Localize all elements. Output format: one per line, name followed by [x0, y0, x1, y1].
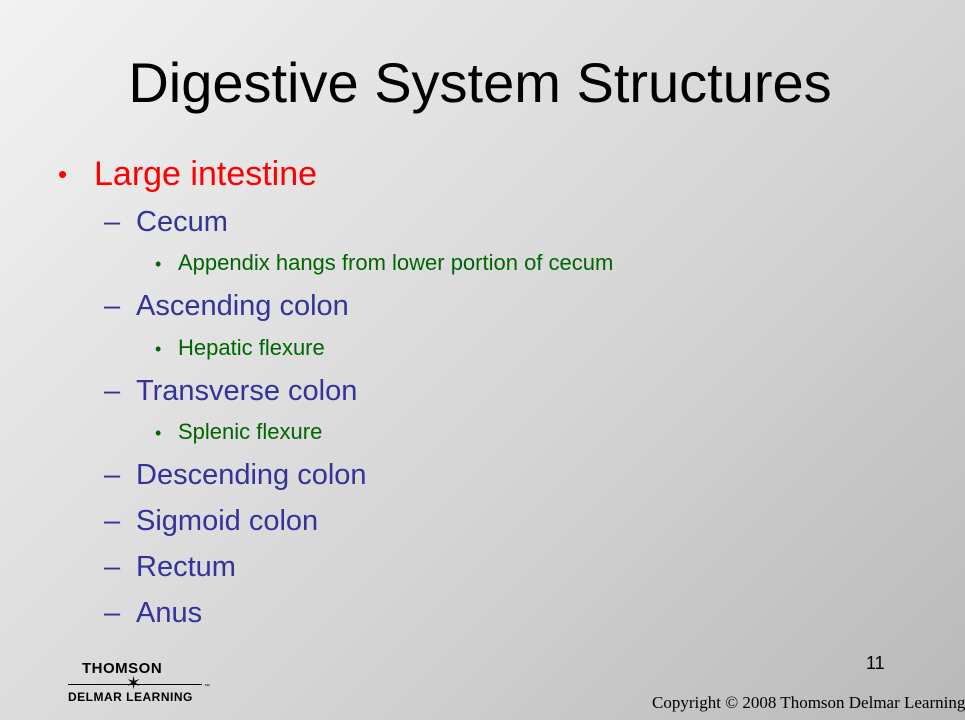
dash-mark: –: [104, 375, 121, 407]
sub-sub-item-hepatic-flexure: • Hepatic flexure: [155, 335, 325, 362]
logo-divider: [68, 684, 202, 685]
bullet-mark: •: [155, 339, 162, 359]
dash-mark: –: [104, 290, 121, 322]
sub-item-label: Transverse colon: [136, 375, 358, 407]
logo-top-text: THOMSON: [82, 660, 163, 677]
sub-item-anus: –Anus: [104, 596, 202, 630]
bullet-label: Large intestine: [94, 155, 318, 193]
bullet-large-intestine: • Large intestine: [58, 154, 317, 194]
sub-item-cecum: –Cecum: [104, 205, 228, 239]
dash-mark: –: [104, 551, 121, 583]
dash-mark: –: [104, 206, 121, 238]
sub-item-label: Ascending colon: [136, 290, 349, 322]
bullet-mark: •: [155, 254, 162, 274]
star-burst-icon: ✶: [126, 673, 142, 693]
dash-mark: –: [104, 459, 121, 491]
sub-item-label: Anus: [136, 597, 203, 629]
sub-sub-item-appendix: • Appendix hangs from lower portion of ce…: [155, 250, 613, 277]
sub-item-label: Sigmoid colon: [136, 505, 319, 537]
slide-title: Digestive System Structures: [128, 51, 832, 114]
sub-item-descending-colon: –Descending colon: [104, 458, 367, 492]
sub-item-ascending-colon: –Ascending colon: [104, 289, 349, 323]
trademark-mark: ™: [204, 684, 210, 690]
page-number: 11: [866, 653, 885, 673]
sub-item-label: Descending colon: [136, 459, 367, 491]
sub-sub-item-label: Hepatic flexure: [178, 335, 325, 360]
sub-sub-item-label: Splenic flexure: [178, 419, 323, 444]
dash-mark: –: [104, 597, 121, 629]
bullet-mark: •: [155, 423, 162, 443]
dash-mark: –: [104, 505, 121, 537]
sub-item-rectum: –Rectum: [104, 550, 236, 584]
logo-bottom-text: DELMAR LEARNING: [68, 690, 193, 704]
thomson-delmar-logo: THOMSON ✶ DELMAR LEARNING ™: [68, 660, 218, 708]
copyright-notice: Copyright © 2008 Thomson Delmar Learning: [652, 693, 965, 712]
sub-item-sigmoid-colon: –Sigmoid colon: [104, 504, 318, 538]
bullet-mark: •: [58, 159, 68, 189]
sub-item-transverse-colon: –Transverse colon: [104, 374, 357, 408]
sub-item-label: Rectum: [136, 551, 236, 583]
sub-sub-item-splenic-flexure: • Splenic flexure: [155, 419, 322, 446]
sub-item-label: Cecum: [136, 206, 228, 238]
sub-sub-item-label: Appendix hangs from lower portion of cec…: [178, 250, 614, 275]
